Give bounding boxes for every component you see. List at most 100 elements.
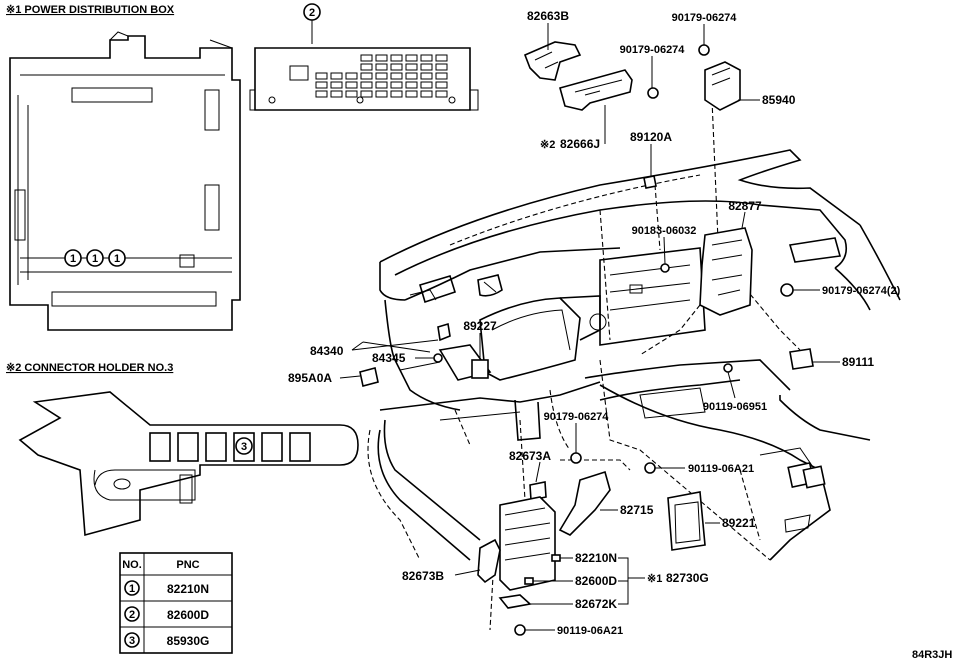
fuse-slot xyxy=(375,90,388,98)
fuse-slot xyxy=(330,72,343,80)
fuse-slot xyxy=(375,63,388,71)
marker-2: 2 xyxy=(309,7,315,19)
part-labels: 82663B 90179-06274 90179-06274 85940 ※2 … xyxy=(288,9,952,661)
table-header-pnc: PNC xyxy=(176,559,199,571)
label-90119-06A21: 90119-06A21 xyxy=(688,463,754,475)
fuse-slot xyxy=(315,81,328,89)
fuse-slot xyxy=(435,81,448,89)
table-row-no: 3 xyxy=(129,635,135,647)
fuse-slot xyxy=(360,72,373,80)
table-row: 1 82210N xyxy=(124,580,209,596)
label-90179-06274: 90179-06274 xyxy=(620,44,686,56)
fuse-slot xyxy=(330,81,343,89)
fuse-slot xyxy=(360,90,373,98)
fuse-slot xyxy=(405,90,418,98)
marker-1-group: 1 1 1 xyxy=(64,249,126,267)
label-82666J: 82666J xyxy=(560,137,600,151)
fuse-slot xyxy=(405,54,418,62)
fuse-slot xyxy=(345,81,358,89)
fuse-slot xyxy=(420,72,433,80)
label-ref1: ※1 xyxy=(647,573,662,585)
fuse-slot xyxy=(360,63,373,71)
connector-slot xyxy=(289,432,311,462)
label-89111: 89111 xyxy=(842,355,874,369)
fuse-slot xyxy=(390,63,403,71)
connector-slot xyxy=(261,432,283,462)
fuse-slot xyxy=(420,90,433,98)
label-82673A: 82673A xyxy=(509,449,551,463)
fuse-slot xyxy=(390,72,403,80)
fuse-slot xyxy=(420,54,433,62)
label-89227: 89227 xyxy=(463,319,497,333)
label-82210N: 82210N xyxy=(575,551,617,565)
label-84345: 84345 xyxy=(372,351,406,365)
label-895A0A: 895A0A xyxy=(288,371,332,385)
fuse-slot xyxy=(435,54,448,62)
table-row: 2 82600D xyxy=(124,606,209,622)
table-row-pnc: 82600D xyxy=(167,608,209,622)
fuse-slot xyxy=(330,90,343,98)
fuse-slot xyxy=(375,72,388,80)
fuse-slot xyxy=(390,90,403,98)
connector-slot xyxy=(205,432,227,462)
power-distribution-box-inset: ※1 POWER DISTRIBUTION BOX 1 1 1 xyxy=(6,4,241,331)
label-90179-06274: 90179-06274 xyxy=(672,12,738,24)
label-85940: 85940 xyxy=(762,93,796,107)
label-82715: 82715 xyxy=(620,503,654,517)
power-distribution-box-drawing xyxy=(9,31,241,331)
part-drawings xyxy=(359,41,814,636)
table-row: 3 85930G xyxy=(124,632,210,648)
table-row-pnc: 82210N xyxy=(167,582,209,596)
label-90119-06A21: 90119-06A21 xyxy=(557,625,623,637)
label-82673B: 82673B xyxy=(402,569,444,583)
fuse-slot xyxy=(315,72,328,80)
fuse-slot xyxy=(360,81,373,89)
marker-1: 1 xyxy=(92,253,98,265)
fuse-slot xyxy=(345,90,358,98)
label-84340: 84340 xyxy=(310,344,344,358)
table-header-no: NO. xyxy=(122,559,142,571)
connector-slot xyxy=(149,432,171,462)
fuse-slot xyxy=(390,54,403,62)
fuse-slot xyxy=(420,63,433,71)
fuse-block: 2 xyxy=(249,3,479,111)
label-82672K: 82672K xyxy=(575,597,617,611)
label-82730G: 82730G xyxy=(666,571,709,585)
label-82877: 82877 xyxy=(728,199,762,213)
fuse-slot xyxy=(435,63,448,71)
fuse-slot xyxy=(375,54,388,62)
fuse-slot xyxy=(315,90,328,98)
connector-slot xyxy=(177,432,199,462)
pnc-table: NO. PNC 1 82210N 2 82600D 3 85930G xyxy=(119,552,233,654)
fuse-slot xyxy=(375,81,388,89)
fuse-grid xyxy=(315,54,448,98)
inset-title-power-distribution-box: ※1 POWER DISTRIBUTION BOX xyxy=(6,4,175,16)
fuse-slot xyxy=(405,63,418,71)
table-row-pnc: 85930G xyxy=(167,634,210,648)
instrument-panel-drawing xyxy=(367,99,901,631)
label-90179-06274: 90179-06274 xyxy=(544,411,610,423)
table-row-no: 2 xyxy=(129,609,135,621)
marker-3: 3 xyxy=(241,441,247,453)
fuse-slot xyxy=(360,54,373,62)
marker-1: 1 xyxy=(70,253,76,265)
figure-code: 84R3JH xyxy=(912,649,952,661)
label-ref2: ※2 xyxy=(540,139,555,151)
label-82663B: 82663B xyxy=(527,9,569,23)
fuse-slot xyxy=(435,90,448,98)
fuse-slot xyxy=(390,81,403,89)
label-89221: 89221 xyxy=(722,516,756,530)
table-row-no: 1 xyxy=(129,583,135,595)
inset-title-connector-holder: ※2 CONNECTOR HOLDER NO.3 xyxy=(6,362,173,374)
fuse-slot xyxy=(345,72,358,80)
marker-1: 1 xyxy=(114,253,120,265)
label-90183-06032: 90183-06032 xyxy=(632,225,697,237)
fuse-slot xyxy=(420,81,433,89)
label-90119-06951: 90119-06951 xyxy=(703,401,767,413)
connector-holder-inset: ※2 CONNECTOR HOLDER NO.3 3 xyxy=(6,362,359,537)
leader-lines xyxy=(339,23,840,631)
fuse-slot xyxy=(435,72,448,80)
fuse-slot xyxy=(405,81,418,89)
label-89120A: 89120A xyxy=(630,130,672,144)
